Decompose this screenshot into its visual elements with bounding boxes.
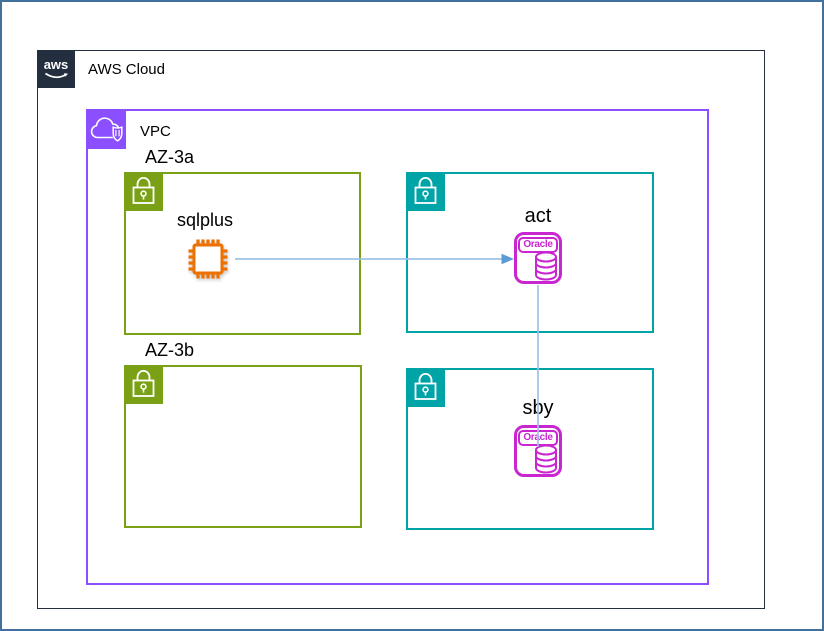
lock-icon <box>406 368 445 407</box>
aws-cloud-container: aws AWS Cloud <box>36 49 765 609</box>
cloud-shield-icon <box>90 117 123 142</box>
aws-logo-glyph: aws <box>43 57 68 78</box>
az-3a-subnet <box>124 172 361 335</box>
oracle-db-icon: Oracle <box>514 232 562 284</box>
vpc-icon <box>86 109 126 149</box>
vpc-container: VPC <box>86 109 709 585</box>
db-standby-label: sby <box>522 397 554 419</box>
subnet-act <box>406 172 654 333</box>
db-cylinder-icon <box>535 251 557 281</box>
aws-cloud-label: AWS Cloud <box>88 61 165 78</box>
az-3b-subnet <box>124 365 362 528</box>
lock-icon <box>406 172 445 211</box>
sqlplus-label: sqlplus <box>176 210 234 230</box>
lock-icon <box>124 172 163 211</box>
db-cylinder-icon <box>535 444 557 474</box>
lock-icon <box>124 365 163 404</box>
az-3b-label: AZ-3b <box>145 340 195 360</box>
oracle-db-icon: Oracle <box>514 425 562 477</box>
cpu-chip-icon <box>185 236 231 282</box>
svg-text:aws: aws <box>43 57 68 72</box>
oracle-engine-badge: Oracle <box>518 237 558 253</box>
vpc-label: VPC <box>140 123 171 140</box>
subnet-sby <box>406 368 654 530</box>
aws-logo-icon: aws <box>36 49 75 88</box>
az-3a-label: AZ-3a <box>145 147 195 167</box>
db-active-label: act <box>524 205 552 227</box>
